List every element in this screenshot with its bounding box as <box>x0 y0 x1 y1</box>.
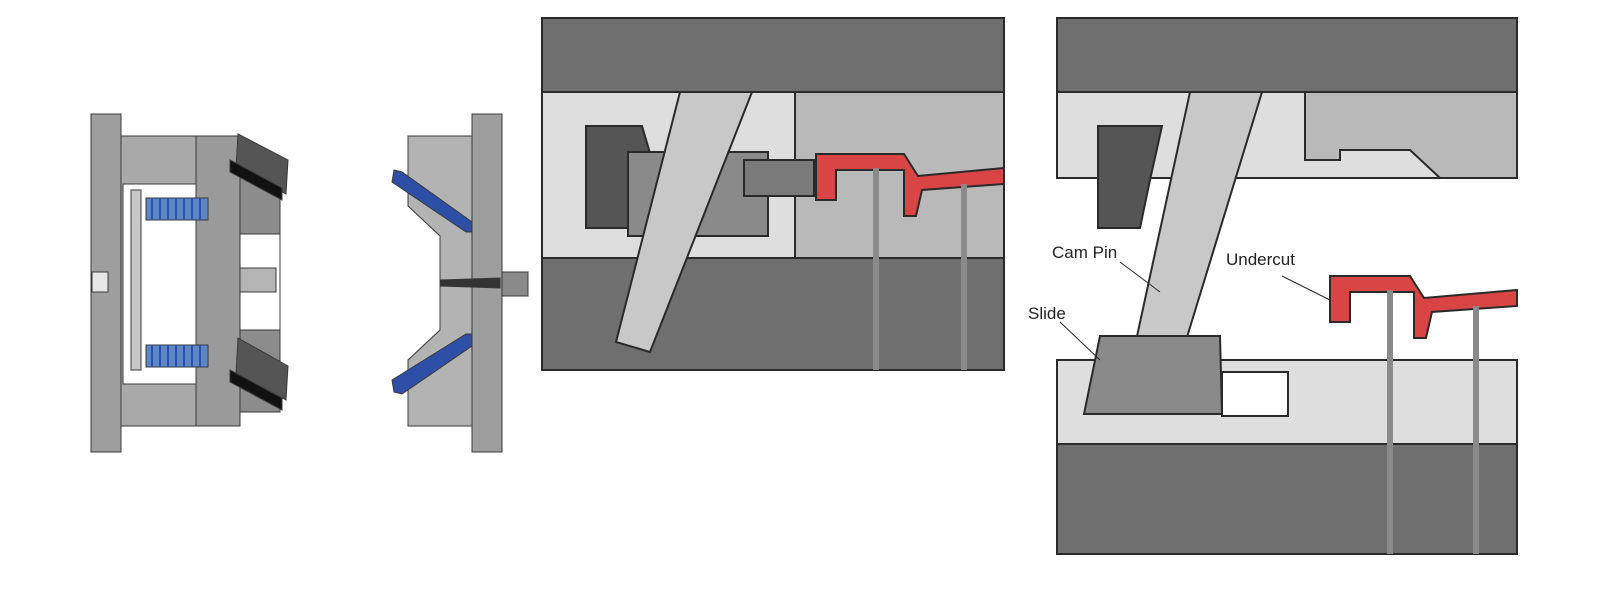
mold-with-springs-figure <box>90 113 289 453</box>
b-plate <box>541 257 1005 371</box>
slide-closed-figure <box>541 17 1005 371</box>
top-clamp-plate-open <box>1056 17 1518 93</box>
lifter-bottom <box>235 337 289 401</box>
slide-open-figure <box>1056 17 1518 555</box>
lifter-top-band <box>229 159 283 201</box>
label-slide: Slide <box>1028 304 1066 323</box>
a-plate-recess-open <box>1304 91 1518 179</box>
spring-coils <box>151 198 201 367</box>
lifter-top <box>235 133 289 195</box>
sprue <box>439 277 501 289</box>
molded-part-open <box>1329 275 1518 339</box>
label-undercut: Undercut <box>1226 250 1295 269</box>
slide-core <box>743 159 815 197</box>
cavity-half-figure <box>391 113 529 453</box>
slide-cavity-open <box>1221 371 1289 417</box>
molded-part-undercut <box>815 153 1005 217</box>
lifter-bottom-band <box>229 369 283 411</box>
cam-pin <box>614 91 754 354</box>
gate-insert <box>239 267 277 293</box>
b-plate-lower-open <box>1056 443 1518 555</box>
slide-body-open <box>1082 335 1224 415</box>
label-cam-pin: Cam Pin <box>1052 243 1117 262</box>
ejector-plate <box>130 189 142 371</box>
ejector-rod <box>91 271 109 293</box>
leader-cam-pin <box>1119 261 1161 293</box>
nozzle <box>501 271 529 297</box>
heel-block-open <box>1097 125 1164 229</box>
angled-lifter-bottom <box>391 333 473 395</box>
top-clamp-plate <box>541 17 1005 93</box>
leader-slide <box>1059 321 1101 361</box>
angled-lifter-top <box>391 169 473 233</box>
leader-undercut <box>1281 275 1331 301</box>
